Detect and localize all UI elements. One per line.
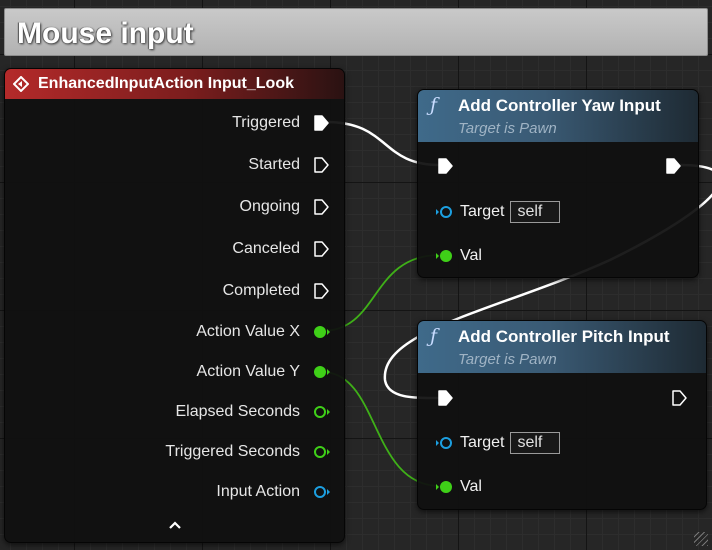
exec-pin-empty-icon[interactable] xyxy=(312,240,330,258)
exec-pin-empty-icon[interactable] xyxy=(312,156,330,174)
exec-pin-empty-icon[interactable] xyxy=(312,282,330,300)
yaw-val-pin[interactable]: Val xyxy=(436,244,482,268)
pin-label: Val xyxy=(460,247,482,264)
yaw-node-title: Add Controller Yaw Input xyxy=(458,96,661,115)
pin-label: Ongoing xyxy=(239,198,301,215)
function-icon: ƒ xyxy=(430,325,438,347)
comment-box[interactable]: Mouse input xyxy=(4,8,708,56)
pitch-node-header[interactable]: ƒ Add Controller Pitch Input Target is P… xyxy=(418,321,706,373)
pin-action-value-x[interactable]: Action Value X xyxy=(196,321,330,343)
comment-title: Mouse input xyxy=(17,17,194,50)
pitch-node-title: Add Controller Pitch Input xyxy=(458,327,670,346)
object-pin-empty-icon[interactable] xyxy=(312,483,330,501)
event-node-header[interactable]: EnhancedInputAction Input_Look xyxy=(5,69,344,99)
pin-label: Target xyxy=(460,203,505,220)
event-diamond-icon xyxy=(13,76,29,92)
collapse-advanced-button[interactable] xyxy=(5,518,344,534)
pin-label: Canceled xyxy=(232,240,300,257)
event-node-input-look[interactable]: EnhancedInputAction Input_Look Triggered… xyxy=(4,68,345,543)
pin-label: Target xyxy=(460,434,505,451)
pitch-node-subtitle: Target is Pawn xyxy=(458,351,557,368)
pin-label: Val xyxy=(460,478,482,495)
pin-canceled[interactable]: Canceled xyxy=(232,238,330,260)
pin-completed[interactable]: Completed xyxy=(223,280,330,302)
pin-triggered[interactable]: Triggered xyxy=(232,112,330,134)
float-pin-connected-icon[interactable] xyxy=(312,363,330,381)
node-add-controller-yaw-input[interactable]: ƒ Add Controller Yaw Input Target is Paw… xyxy=(417,89,699,278)
yaw-node-header[interactable]: ƒ Add Controller Yaw Input Target is Paw… xyxy=(418,90,698,142)
pin-triggered-seconds[interactable]: Triggered Seconds xyxy=(165,441,330,463)
float-pin-connected-icon[interactable] xyxy=(436,247,454,265)
exec-pin-empty-icon[interactable] xyxy=(312,198,330,216)
pin-input-action[interactable]: Input Action xyxy=(216,481,330,503)
resize-handle-icon[interactable] xyxy=(694,532,708,546)
object-pin-empty-icon[interactable] xyxy=(436,203,454,221)
target-self-field[interactable]: self xyxy=(510,432,561,454)
exec-out-pin-empty-icon[interactable] xyxy=(670,389,688,407)
float-pin-empty-icon[interactable] xyxy=(312,403,330,421)
pin-label: Started xyxy=(248,156,300,173)
exec-pin-filled-icon[interactable] xyxy=(312,114,330,132)
exec-in-pin-icon[interactable] xyxy=(436,157,454,175)
pitch-val-pin[interactable]: Val xyxy=(436,475,482,499)
pin-label: Elapsed Seconds xyxy=(175,403,300,420)
function-icon: ƒ xyxy=(430,94,438,116)
chevron-up-icon xyxy=(168,521,181,529)
exec-in-pin-icon[interactable] xyxy=(436,389,454,407)
pin-action-value-y[interactable]: Action Value Y xyxy=(197,361,330,383)
pin-label: Triggered xyxy=(232,114,300,131)
object-pin-empty-icon[interactable] xyxy=(436,434,454,452)
float-pin-empty-icon[interactable] xyxy=(312,443,330,461)
yaw-target-pin[interactable]: Target self xyxy=(436,200,561,224)
pin-label: Action Value X xyxy=(196,323,300,340)
float-pin-connected-icon[interactable] xyxy=(312,323,330,341)
target-self-field[interactable]: self xyxy=(510,201,561,223)
exec-out-pin-icon[interactable] xyxy=(664,157,682,175)
float-pin-connected-icon[interactable] xyxy=(436,478,454,496)
pin-started[interactable]: Started xyxy=(248,154,330,176)
pin-elapsed-seconds[interactable]: Elapsed Seconds xyxy=(175,401,330,423)
pitch-target-pin[interactable]: Target self xyxy=(436,431,561,455)
yaw-node-subtitle: Target is Pawn xyxy=(458,120,557,137)
pin-label: Triggered Seconds xyxy=(165,443,300,460)
event-node-title: EnhancedInputAction Input_Look xyxy=(38,75,294,92)
pin-label: Input Action xyxy=(216,483,300,500)
pin-label: Completed xyxy=(222,282,300,299)
pin-label: Action Value Y xyxy=(196,363,300,380)
pin-ongoing[interactable]: Ongoing xyxy=(240,196,331,218)
node-add-controller-pitch-input[interactable]: ƒ Add Controller Pitch Input Target is P… xyxy=(417,320,707,510)
